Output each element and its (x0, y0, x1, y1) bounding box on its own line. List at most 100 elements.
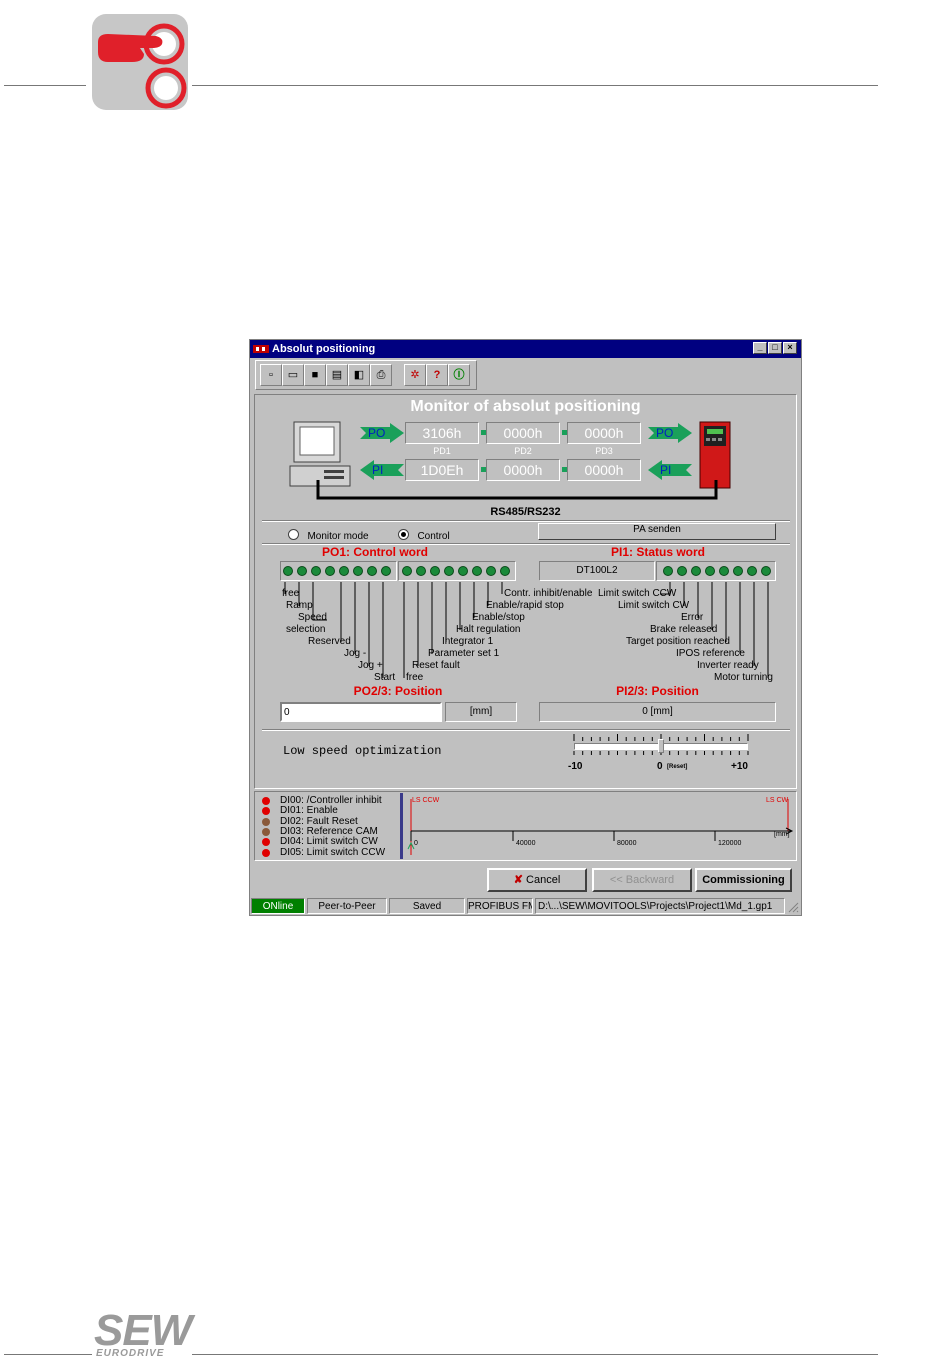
pd2-label: PD2 (514, 446, 532, 456)
bit-label-speed: Speed (298, 612, 327, 623)
control-bit-led (430, 566, 440, 576)
bit-label-halt-regulation: Halt regulation (456, 624, 521, 635)
open-icon[interactable]: ▭ (282, 364, 304, 386)
footer-rule-right (192, 1354, 878, 1355)
control-bit-led (325, 566, 335, 576)
monitor-mode-radio[interactable]: Monitor mode (288, 526, 369, 544)
position-in-heading: PI2/3: Position (616, 684, 699, 698)
position-readout: 0 [mm] (539, 702, 776, 722)
footer-rule-left (4, 1354, 92, 1355)
speed-slider[interactable] (574, 739, 748, 753)
tools-icon[interactable]: ✲ (404, 364, 426, 386)
axis-tick-0: 0 (414, 840, 418, 847)
control-word-heading: PO1: Control word (322, 545, 428, 559)
help-icon[interactable]: ? (426, 364, 448, 386)
send-button[interactable]: PA senden (538, 523, 776, 540)
po-pd3: 0000h (567, 422, 641, 444)
position-input[interactable] (280, 702, 442, 722)
monitor-mode-label: Monitor mode (307, 531, 369, 542)
control-bit-led (416, 566, 426, 576)
axis-tick-80000: 80000 (617, 840, 637, 847)
bus-line (316, 480, 718, 500)
close-button[interactable]: × (783, 342, 797, 354)
bit-label-jog-plus: Jog + (358, 660, 383, 671)
bit-label-enable-stop: Enable/stop (472, 612, 525, 623)
io-panel (254, 791, 797, 861)
position-unit: [mm] (445, 702, 517, 722)
pi-label-right: PI (660, 463, 672, 477)
title-bar[interactable]: Absolut positioning _ □ × (250, 340, 801, 358)
main-panel (254, 394, 797, 789)
status-bit-led (719, 566, 729, 576)
status-bit-led (691, 566, 701, 576)
save-icon[interactable]: ■ (304, 364, 326, 386)
link-dot (562, 430, 567, 435)
link-dot (481, 430, 486, 435)
minimize-button[interactable]: _ (753, 342, 767, 354)
po-arrow-out-icon (648, 423, 692, 443)
info-icon[interactable]: Ⓘ (448, 364, 470, 386)
position-out-heading: PO2/3: Position (353, 684, 443, 698)
pi-arrow-in-icon (360, 460, 404, 480)
control-radio[interactable]: Control (398, 526, 450, 544)
input-label: DI00: /Controller inhibit (280, 795, 382, 806)
pi-pd2: 0000h (486, 459, 560, 481)
bit-label-contr-inhibit: Contr. inhibit/enable (504, 588, 593, 599)
print-icon[interactable]: ⎙ (370, 364, 392, 386)
po-label-left: PO (368, 426, 386, 440)
bit-label-parameter-set: Parameter set 1 (428, 648, 500, 659)
divider (262, 520, 790, 522)
control-bit-led (381, 566, 391, 576)
backward-button[interactable]: << Backward (592, 868, 692, 892)
status-word-byte (656, 561, 776, 581)
po-arrow-in-icon (360, 423, 404, 443)
input-label: DI05: Limit switch CCW (280, 846, 386, 858)
input-label: DI03: Reference CAM (280, 825, 378, 837)
ls-cw-label: LS CW (766, 797, 789, 804)
commissioning-button[interactable]: Commissioning (695, 868, 792, 892)
speed-mid: 0 (657, 761, 663, 772)
status-bit-led (677, 566, 687, 576)
app-window: Absolut positioning _ □ × ▫ ▭ ■ ▤ ◧ ⎙ ✲ … (249, 339, 802, 916)
speed-slider-thumb[interactable] (658, 739, 664, 753)
input-led (262, 807, 270, 816)
pi-arrow-out-icon (648, 460, 692, 480)
new-icon[interactable]: ▫ (260, 364, 282, 386)
bit-label-reserved: Reserved (308, 636, 351, 647)
control-bit-led (311, 566, 321, 576)
inverter-icon (699, 421, 731, 489)
control-bit-led (500, 566, 510, 576)
status-label-error: Error (681, 612, 704, 623)
save-as-icon[interactable]: ▤ (326, 364, 348, 386)
divider (262, 543, 790, 545)
link-dot (481, 467, 486, 472)
pc-icon (289, 421, 351, 487)
control-bit-led (353, 566, 363, 576)
status-label-ls-cw: Limit switch CW (618, 600, 690, 611)
control-bit-led (283, 566, 293, 576)
input-led (262, 817, 270, 826)
sew-logo: SEW (94, 1306, 192, 1355)
maximize-button[interactable]: □ (768, 342, 782, 354)
bit-label-free-2: free (406, 672, 424, 683)
link-dot (562, 467, 567, 472)
resize-grip-icon[interactable] (787, 901, 799, 913)
input-label: DI02: Fault Reset (280, 815, 358, 827)
control-bit-led (458, 566, 468, 576)
status-label-ls-ccw: Limit switch CCW (598, 588, 677, 599)
bit-label-free: free (282, 588, 300, 599)
status-bit-led (733, 566, 743, 576)
speed-reset-button[interactable]: [Reset] (667, 764, 688, 770)
export-icon[interactable]: ◧ (348, 364, 370, 386)
speed-min: -10 (568, 761, 583, 772)
control-word-low-byte (280, 561, 397, 581)
status-label-target: Target position reached (626, 636, 730, 647)
project-path: D:\...\SEW\MOVITOOLS\Projects\Project1\M… (535, 898, 785, 914)
input-led (262, 797, 270, 805)
app-icon (253, 345, 269, 353)
axis-unit: [mm] (774, 831, 790, 838)
control-bit-led (486, 566, 496, 576)
cancel-button[interactable]: ✘ Cancel (487, 868, 587, 892)
pd3-label: PD3 (595, 446, 613, 456)
po-pd2: 0000h (486, 422, 560, 444)
